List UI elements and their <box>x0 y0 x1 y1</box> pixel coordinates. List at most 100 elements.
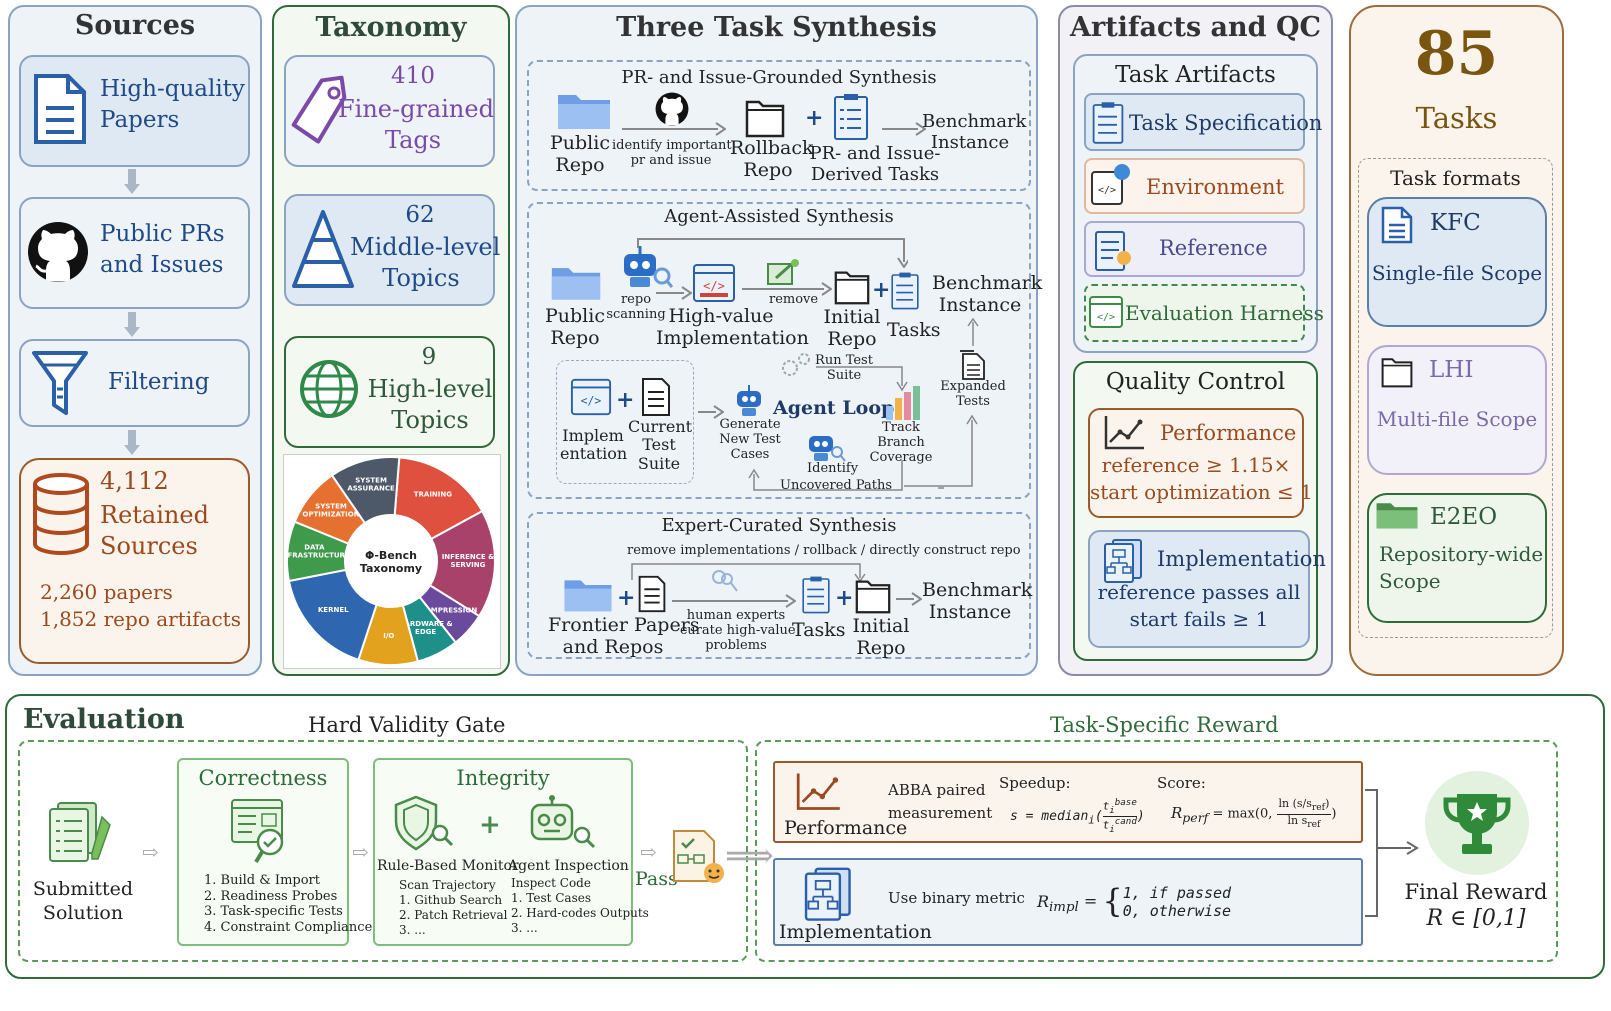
plus: + <box>805 105 824 131</box>
database-icon <box>33 473 89 556</box>
document-icon <box>638 575 666 613</box>
tasks-count: 85 <box>1414 19 1499 89</box>
pr-rollback: Rollback Repo <box>730 137 814 181</box>
score-label: Score: <box>1157 774 1206 792</box>
merge-bracket <box>1365 789 1419 917</box>
document-icon <box>34 74 86 144</box>
experts-icon <box>712 570 738 592</box>
feedback-line <box>637 238 908 268</box>
document-icon <box>642 378 670 416</box>
rule-monitor-label: Rule-Based Monitor <box>377 858 519 874</box>
integrity-card <box>373 758 633 946</box>
folder-icon <box>558 95 610 129</box>
wheel-segment-label: INFERENCE &SERVING <box>442 553 495 569</box>
speedup-label: Speedup: <box>999 774 1071 792</box>
pr-synthesis-title: PR- and Issue-Grounded Synthesis <box>621 67 937 88</box>
agent-tasks: Tasks <box>887 319 941 341</box>
line-chart-icon <box>1104 416 1144 450</box>
env-label: Environment <box>1146 175 1284 199</box>
arrow-right <box>622 122 726 136</box>
agent-synthesis-box <box>527 202 1031 499</box>
code-window-icon: </> <box>693 264 735 302</box>
robot-search-icon <box>530 795 596 849</box>
arrow-up <box>967 318 979 346</box>
remove-icon <box>767 259 799 285</box>
code-window-icon: </> <box>1091 164 1130 205</box>
tag-icon <box>291 75 347 144</box>
spec-label: Task Specification <box>1129 111 1323 135</box>
agent-expanded: Expanded Tests <box>940 379 1006 409</box>
agent-inspection-items: Inspect Code 1. Test Cases 2. Hard-codes… <box>511 876 649 935</box>
retained-count: 4,112 <box>100 467 169 495</box>
robot-icon <box>737 385 761 416</box>
document-icon <box>1381 206 1413 244</box>
expert-frontier: Frontier Papers and Repos <box>548 614 700 658</box>
final-reward-range: R ∈ [0,1] <box>1426 906 1526 931</box>
prs-label: Public PRs and Issues <box>100 221 225 279</box>
agent-impl: Implem entation <box>560 426 628 464</box>
harness-label: Evaluation Harness <box>1125 301 1324 325</box>
e2eo-label: E2EO <box>1430 504 1498 530</box>
impl-qc-line1: reference passes all <box>1097 580 1301 604</box>
papers-label: High-quality Papers <box>100 76 245 134</box>
abba-label: ABBA paired measurement <box>888 781 993 823</box>
down-arrow-head <box>124 327 140 337</box>
agent-remove: remove <box>769 292 819 307</box>
perf-reward-label: Performance <box>784 817 908 839</box>
impl-qc-title: Implementation <box>1157 547 1326 571</box>
down-arrow-head <box>124 184 140 194</box>
agent-public-repo: Public Repo <box>545 305 605 349</box>
impl-reward-card <box>773 858 1363 946</box>
code-window-icon: </> <box>570 378 612 416</box>
agent-run-suite: Run Test Suite <box>815 353 873 383</box>
agent-synthesis-title: Agent-Assisted Synthesis <box>664 206 894 227</box>
impl-reward-label: Implementation <box>779 921 932 943</box>
expert-bench: Benchmark Instance <box>922 579 1033 623</box>
down-arrow <box>128 312 136 328</box>
correctness-items: 1. Build & Import 2. Readiness Probes 3.… <box>204 873 373 935</box>
synthesis-title: Three Task Synthesis <box>616 12 937 43</box>
folder-icon <box>564 580 612 612</box>
folder-outline-icon <box>1381 358 1413 388</box>
wheel-segment <box>330 456 401 525</box>
svg-text:</>: </> <box>1098 185 1116 196</box>
perf-reward-card <box>773 761 1363 843</box>
expert-remove-line: remove implementations / rollback / dire… <box>627 543 1021 558</box>
folder-outline-icon <box>855 580 891 614</box>
agent-loop: Agent Loop <box>773 397 895 419</box>
wheel-center <box>347 517 435 605</box>
qc-title: Quality Control <box>1105 369 1286 395</box>
github-icon <box>28 222 88 282</box>
shield-search-icon <box>394 795 454 851</box>
wheel-segment-label: COMPRESSION <box>420 606 478 614</box>
checklist-icon <box>891 272 919 310</box>
binary-label: Use binary metric <box>888 889 1025 907</box>
integrity-title: Integrity <box>456 766 550 790</box>
artifacts-title: Artifacts and QC <box>1070 12 1321 43</box>
evaluation-title: Evaluation <box>23 704 185 735</box>
kfc-label: KFC <box>1430 210 1481 236</box>
down-arrow <box>128 169 136 185</box>
folder-icon <box>551 268 601 300</box>
pr-public-repo: Public Repo <box>550 132 610 176</box>
arrow-right-icon: ⇨ <box>142 840 159 864</box>
lhi-scope: Multi-file Scope <box>1376 407 1538 431</box>
gear-icon <box>782 353 810 376</box>
svg-text:</>: </> <box>581 394 602 408</box>
expert-human: human experts curate high-value problems <box>680 608 796 653</box>
plus: + <box>616 387 635 413</box>
agent-identify: Identify <box>807 461 859 476</box>
score-formula: Rperf = max(0, ln (s/sref)ln sref) <box>1171 797 1337 830</box>
down-arrow-head <box>124 445 140 455</box>
loop-arrows <box>748 366 944 491</box>
agent-repo-scanning: repo scanning <box>606 292 666 322</box>
code-window-icon: </> <box>1089 296 1123 328</box>
reward-title: Task-Specific Reward <box>1050 713 1279 737</box>
robot-search-icon <box>809 436 846 462</box>
filter-icon <box>32 351 88 415</box>
e2eo-card <box>1367 493 1547 623</box>
